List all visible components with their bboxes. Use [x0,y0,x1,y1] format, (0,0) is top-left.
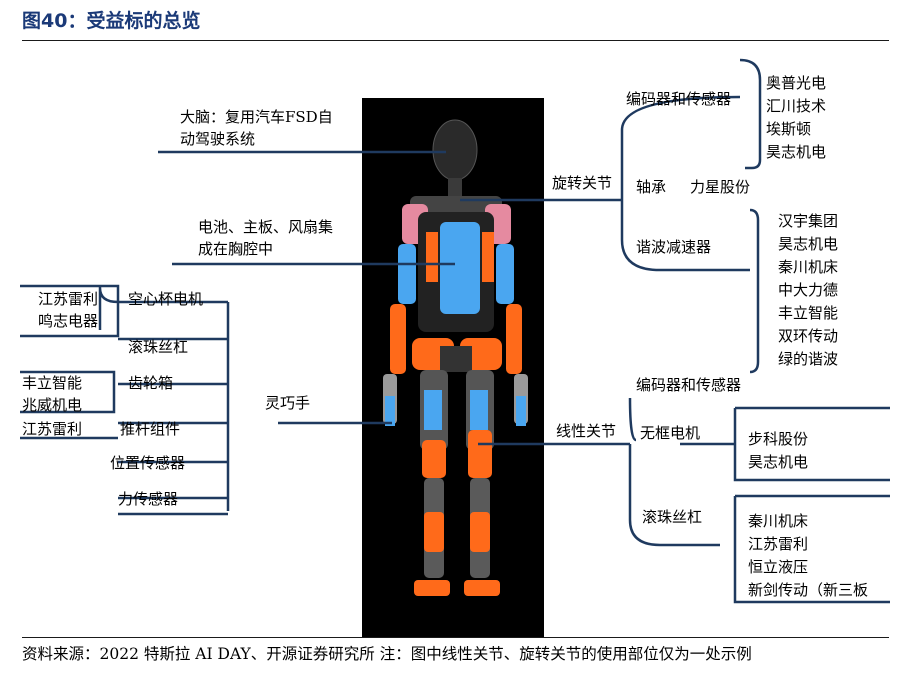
linear-joint-label: 线性关节 [556,422,617,440]
encoder-top-bracket [739,58,762,170]
company-coreless-1: 江苏雷利 [38,290,99,308]
encoder-top-label: 编码器和传感器 [626,90,732,108]
coreless-motor-label: 空心杯电机 [128,290,204,308]
rotary-tree-trunk [620,95,750,272]
frameless-motor-label: 无框电机 [640,424,701,442]
position-sensor-label: 位置传感器 [110,454,186,472]
company-harmonic-3: 秦川机床 [778,258,839,276]
company-ballscrew-3: 恒立液压 [748,558,809,576]
company-frameless-1: 步科股份 [748,430,809,448]
hand-branches [118,300,228,500]
encoder-bottom-label: 编码器和传感器 [636,376,742,394]
title-divider [22,40,889,41]
gearbox-bracket [20,370,116,414]
bearing-label: 轴承 [636,178,667,196]
figure-title: 图40：受益标的总览 [22,10,201,32]
linear-tree-trunk [628,397,720,547]
company-encoder-3: 埃斯顿 [766,120,812,138]
ballscrew-bracket [733,494,890,604]
harmonic-reducer-label: 谐波减速器 [636,238,712,256]
company-encoder-4: 昊志机电 [766,143,827,161]
coreless-bracket [20,284,120,338]
company-ballscrew-2: 江苏雷利 [748,535,809,553]
company-encoder-2: 汇川技术 [766,97,827,115]
company-harmonic-1: 汉宇集团 [778,212,839,230]
dexterous-hand-label: 灵巧手 [265,394,311,412]
connector-lines [20,58,890,604]
company-harmonic-5: 丰立智能 [778,304,839,322]
battery-label-line1: 电池、主板、风扇集 [198,218,334,236]
source-divider [22,637,889,638]
ballscrew-hand-label: 滚珠丝杠 [128,338,189,356]
company-encoder-1: 奥普光电 [766,74,827,92]
company-harmonic-4: 中大力德 [778,281,839,299]
company-ballscrew-1: 秦川机床 [748,512,809,530]
frameless-bracket [733,406,890,482]
company-ballscrew-4: 新剑传动（新三板 [748,581,869,599]
gearbox-label: 齿轮箱 [128,374,174,392]
battery-label-line2: 成在胸腔中 [198,240,274,258]
company-gearbox-1: 丰立智能 [22,374,83,392]
company-coreless-2: 鸣志电器 [38,312,99,330]
source-note: 资料来源：2022 特斯拉 AI DAY、开源证券研究所 注：图中线性关节、旋转… [22,645,752,663]
brain-label-line2: 动驾驶系统 [180,130,256,148]
force-sensor-label: 力传感器 [118,490,179,508]
ballscrew-linear-label: 滚珠丝杠 [642,508,703,526]
harmonic-bracket [749,208,760,374]
rotary-joint-label: 旋转关节 [552,174,613,192]
pushrod-label: 推杆组件 [120,420,181,438]
brain-label-line1: 大脑：复用汽车FSD自 [180,108,333,126]
company-bearing: 力星股份 [690,178,751,196]
company-pushrod: 江苏雷利 [22,420,83,438]
company-gearbox-2: 兆威机电 [22,396,83,414]
company-harmonic-6: 双环传动 [778,327,839,345]
company-harmonic-7: 绿的谐波 [778,350,839,368]
company-frameless-2: 昊志机电 [748,453,809,471]
company-harmonic-2: 昊志机电 [778,235,839,253]
robot-illustration [383,119,528,596]
